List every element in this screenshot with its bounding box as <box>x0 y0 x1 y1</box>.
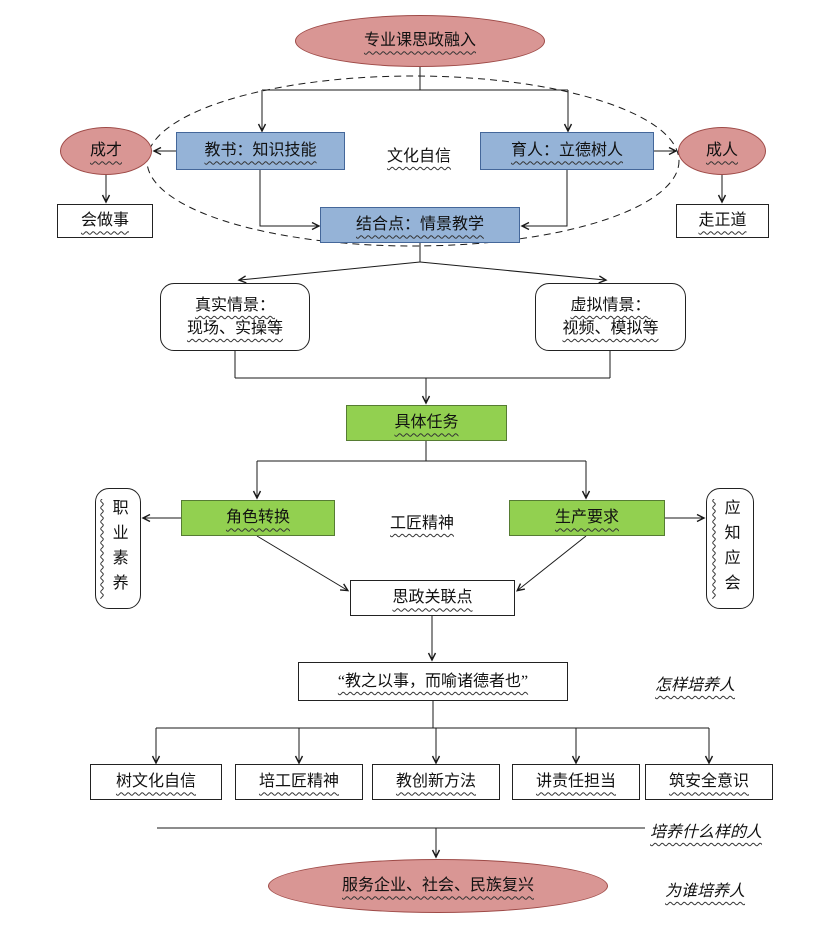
educate-label: 育人：立德树人 <box>510 142 623 160</box>
main-topic-label: 专业课思政融入 <box>363 32 476 50</box>
link-point-label: 思政关联点 <box>392 589 473 607</box>
node-yingzhiyinghui: 应知应会 <box>706 488 754 609</box>
node-production-requirement: 生产要求 <box>509 500 665 536</box>
node-role-change: 角色转换 <box>181 500 335 536</box>
node-vocational-quality: 职业素养 <box>95 488 141 609</box>
edge-combine-to-virtual <box>419 261 608 284</box>
bottom-mission-label: 服务企业、社会、民族复兴 <box>341 877 534 895</box>
teach-label: 教书：知识技能 <box>204 142 317 160</box>
task-label: 具体任务 <box>394 414 459 432</box>
real-scene-label: 真实情景： 现场、实操等 <box>187 294 283 340</box>
note-craftsman-spirit: 工匠精神 <box>390 515 455 532</box>
annotation-what-kind-of-person: 培养什么样的人 <box>650 824 763 841</box>
real-scene-line1: 真实情景： <box>194 296 275 314</box>
virtual-scene-line2: 视频、模拟等 <box>562 320 659 337</box>
edge-educate-to-combine <box>520 170 568 231</box>
virtual-scene-line1: 虚拟情景： <box>570 296 651 314</box>
edge-teach-to-combine <box>259 170 321 231</box>
virtual-scene-label: 虚拟情景： 视频、模拟等 <box>562 294 658 340</box>
node-value-craftsman: 培工匠精神 <box>235 764 363 800</box>
edge-role-to-link <box>256 535 350 592</box>
value-craftsman-label: 培工匠精神 <box>258 773 339 791</box>
annotation-for-whom: 为谁培养人 <box>665 883 746 900</box>
node-value-innovation: 教创新方法 <box>372 764 500 800</box>
node-combine-point: 结合点：情景教学 <box>320 207 520 243</box>
yingzhiyinghui-label: 应知应会 <box>721 498 739 599</box>
note-culture-confidence: 文化自信 <box>387 148 452 165</box>
node-chengren: 成人 <box>678 127 766 175</box>
node-zouzhengdao: 走正道 <box>676 204 769 238</box>
node-value-culture: 树文化自信 <box>90 764 222 800</box>
node-value-safety: 筑安全意识 <box>645 764 773 800</box>
node-real-scene: 真实情景： 现场、实操等 <box>160 283 310 351</box>
node-teach: 教书：知识技能 <box>176 132 345 170</box>
value-safety-label: 筑安全意识 <box>668 773 749 791</box>
value-culture-label: 树文化自信 <box>115 773 196 791</box>
edge-production-to-link <box>515 535 587 592</box>
node-link-point: 思政关联点 <box>350 580 515 616</box>
node-huizuoshi: 会做事 <box>57 204 153 238</box>
chengren-label: 成人 <box>705 142 738 160</box>
annotation-how-to-cultivate: 怎样培养人 <box>655 677 736 694</box>
node-educate: 育人：立德树人 <box>480 132 654 170</box>
node-task: 具体任务 <box>346 405 507 441</box>
role-change-label: 角色转换 <box>225 509 290 527</box>
combine-point-label: 结合点：情景教学 <box>355 216 484 234</box>
production-requirement-label: 生产要求 <box>554 509 619 527</box>
value-responsibility-label: 讲责任担当 <box>535 773 616 791</box>
zouzhengdao-label: 走正道 <box>698 212 747 230</box>
value-innovation-label: 教创新方法 <box>395 773 476 791</box>
node-chengcai: 成才 <box>60 127 152 175</box>
node-main-topic: 专业课思政融入 <box>295 15 545 67</box>
node-quote: “教之以事，而喻诸德者也” <box>298 662 568 701</box>
node-bottom-mission: 服务企业、社会、民族复兴 <box>268 859 608 913</box>
real-scene-line2: 现场、实操等 <box>186 320 283 337</box>
quote-label: “教之以事，而喻诸德者也” <box>337 672 529 690</box>
huizuoshi-label: 会做事 <box>80 212 129 230</box>
edge-combine-to-real <box>237 261 421 284</box>
chengcai-label: 成才 <box>89 142 122 160</box>
node-value-responsibility: 讲责任担当 <box>512 764 640 800</box>
node-virtual-scene: 虚拟情景： 视频、模拟等 <box>535 283 686 351</box>
vocational-quality-label: 职业素养 <box>109 498 127 599</box>
